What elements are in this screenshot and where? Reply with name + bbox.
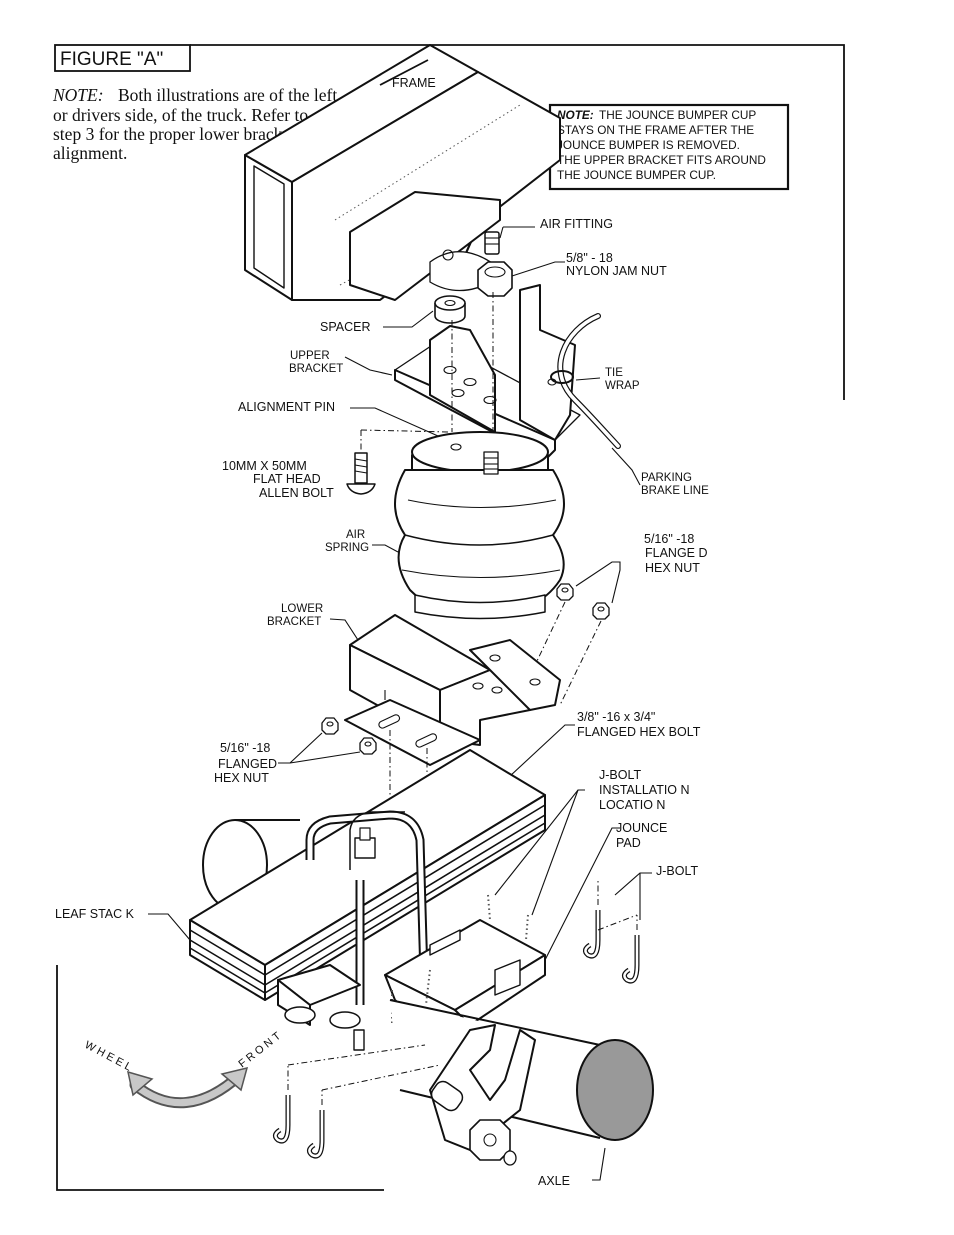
shock-mount — [429, 1024, 536, 1166]
label-upper-bracket-2: BRACKET — [289, 363, 343, 375]
callout-line-3: JOUNCE BUMPER IS REMOVED. — [557, 138, 740, 152]
label-parking-brake-2: BRAKE LINE — [641, 485, 709, 497]
label-alignment-pin: ALIGNMENT PIN — [238, 400, 335, 414]
label-nut-left-2: FLANGED — [218, 757, 277, 771]
j-bolts — [272, 872, 652, 1159]
label-bolt-3: ALLEN BOLT — [259, 486, 334, 500]
u-bolt-clamp — [277, 810, 430, 1051]
general-note: NOTE: Both illustrations are of the left… — [52, 85, 342, 163]
label-nut-right-3: HEX NUT — [645, 561, 700, 575]
callout-line-5: THE JOUNCE BUMPER CUP. — [557, 168, 716, 182]
note-line-1: Both illustrations are of the left, — [118, 85, 342, 105]
label-bolt-1: 10MM X 50MM — [222, 459, 307, 473]
lower-bracket — [329, 614, 561, 766]
label-hex-bolt-2: FLANGED HEX BOLT — [577, 725, 701, 739]
jounce-pad — [384, 827, 620, 1041]
label-tie-wrap-2: WRAP — [605, 380, 640, 392]
figure-title-box: FIGURE "A" — [54, 44, 191, 72]
note-line-4: alignment. — [53, 143, 127, 163]
label-air-spring-2: SPRING — [325, 542, 369, 554]
label-jbolt-loc-2: INSTALLATIO N — [599, 783, 690, 797]
label-bolt-2: FLAT HEAD — [253, 472, 321, 486]
alignment-pin-leader — [350, 407, 448, 441]
jbolt-location-markers — [391, 789, 585, 1025]
callout-label: NOTE: — [557, 108, 594, 122]
label-wheel: WHEEL — [83, 1039, 136, 1075]
label-nut-right-1: 5/16" -18 — [644, 532, 694, 546]
figure-border — [56, 44, 845, 1191]
callout-line-1: THE JOUNCE BUMPER CUP — [599, 108, 756, 122]
label-axle: AXLE — [538, 1174, 570, 1188]
label-spacer: SPACER — [320, 320, 370, 334]
label-lower-bracket-1: LOWER — [281, 603, 323, 615]
flat-head-allen-bolt — [346, 429, 451, 495]
label-frame: FRAME — [392, 76, 436, 90]
label-jbolt-loc-1: J-BOLT — [599, 768, 641, 782]
callout-line-4: THE UPPER BRACKET FITS AROUND — [557, 153, 766, 167]
label-jbolt: J-BOLT — [656, 864, 698, 878]
figure-title: FIGURE "A" — [60, 49, 163, 70]
frame-rail — [244, 44, 561, 301]
label-jounce-pad-1: JOUNCE — [616, 821, 667, 835]
note-line-2: or drivers side, of the truck. Refer to — [53, 105, 308, 125]
air-spring — [372, 431, 565, 620]
jounce-cup-callout: NOTE: THE JOUNCE BUMPER CUP STAYS ON THE… — [460, 103, 790, 263]
label-jbolt-loc-3: LOCATIO N — [599, 798, 665, 812]
label-leaf-stack: LEAF STAC K — [55, 907, 135, 921]
label-parking-brake-1: PARKING — [641, 472, 692, 484]
label-jam-nut-1: 5/8" - 18 — [566, 251, 613, 265]
label-front: FRONT — [236, 1028, 285, 1070]
label-jam-nut-2: NYLON JAM NUT — [566, 264, 667, 278]
label-lower-bracket-2: BRACKET — [267, 616, 321, 628]
axle-main — [389, 999, 654, 1181]
label-tie-wrap-1: TIE — [605, 367, 623, 379]
air-fitting — [484, 226, 535, 255]
nylon-jam-nut — [477, 261, 565, 297]
label-hex-bolt-1: 3/8" -16 x 3/4" — [577, 710, 655, 724]
label-jounce-pad-2: PAD — [616, 836, 641, 850]
label-nut-right-2: FLANGE D — [645, 546, 708, 560]
parking-brake-line — [550, 313, 641, 486]
label-nut-left-1: 5/16" -18 — [220, 741, 270, 755]
direction-indicator: WHEEL FRONT — [83, 1028, 286, 1109]
label-air-fitting: AIR FITTING — [540, 217, 613, 231]
note-line-3: step 3 for the proper lower bracket — [53, 124, 295, 144]
label-upper-bracket-1: UPPER — [290, 350, 330, 362]
note-label: NOTE: — [52, 85, 104, 105]
label-nut-left-3: HEX NUT — [214, 771, 269, 785]
label-air-spring-1: AIR — [346, 529, 365, 541]
callout-line-2: STAYS ON THE FRAME AFTER THE — [557, 123, 754, 137]
spacer — [383, 295, 466, 328]
